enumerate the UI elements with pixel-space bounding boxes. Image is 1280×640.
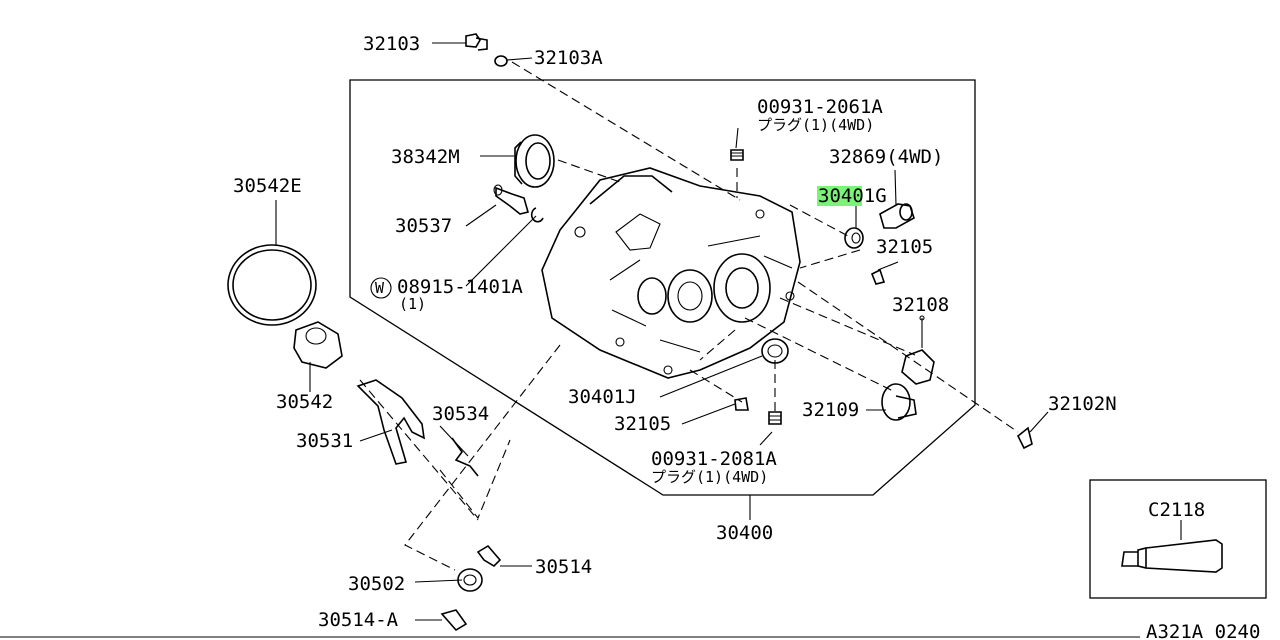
- label-32103[interactable]: 32103: [363, 33, 420, 55]
- part-30400-transmission-case[interactable]: [541, 167, 801, 379]
- label-30542E[interactable]: 30542E: [233, 175, 302, 197]
- part-32869-4wd[interactable]: [879, 203, 915, 229]
- part-32103A-washer[interactable]: [494, 55, 508, 67]
- assembly-frame: [349, 79, 976, 496]
- label-30502[interactable]: 30502: [348, 573, 405, 595]
- label-30401G[interactable]: 30401G: [818, 185, 887, 207]
- part-30534-spring[interactable]: [451, 437, 479, 477]
- label-08915-1401A[interactable]: 08915-1401A: [397, 276, 523, 298]
- label-32105-upper[interactable]: 32105: [876, 236, 933, 258]
- label-32103A[interactable]: 32103A: [534, 47, 603, 69]
- label-30531[interactable]: 30531: [296, 430, 353, 452]
- part-38342M-oil-seal[interactable]: [514, 134, 555, 188]
- part-30514-A-clip[interactable]: [440, 609, 468, 632]
- part-30401G[interactable]: [844, 227, 864, 249]
- qty-08915-1401A: (1): [399, 295, 426, 313]
- part-00931-2061A-plug[interactable]: [730, 149, 744, 161]
- label-32105-lower[interactable]: 32105: [614, 413, 671, 435]
- label-30401J[interactable]: 30401J: [568, 386, 637, 408]
- part-30537[interactable]: [493, 184, 529, 215]
- note-00931-2081A: プラグ(1)(4WD): [651, 468, 768, 486]
- part-30514-clip[interactable]: [476, 544, 502, 568]
- part-08915-1401A[interactable]: [530, 207, 544, 223]
- label-C2118[interactable]: C2118: [1148, 499, 1205, 521]
- label-38342M[interactable]: 38342M: [391, 146, 460, 168]
- label-30400[interactable]: 30400: [716, 522, 773, 544]
- c2118-inset: [1089, 479, 1267, 599]
- note-00931-2061A: プラグ(1)(4WD): [757, 116, 874, 134]
- part-32108[interactable]: [901, 315, 935, 385]
- label-30514-A[interactable]: 30514-A: [318, 609, 399, 631]
- highlight-30401G: [817, 186, 862, 206]
- part-32105-lower[interactable]: [734, 397, 749, 411]
- label-32109[interactable]: 32109: [802, 399, 859, 421]
- label-30537[interactable]: 30537: [395, 215, 452, 237]
- part-30502-bearing[interactable]: [457, 568, 483, 592]
- label-32102N[interactable]: 32102N: [1048, 393, 1117, 415]
- part-C2118-sealant-tube[interactable]: [1121, 539, 1223, 573]
- reference-lines: [359, 61, 1019, 571]
- label-30542[interactable]: 30542: [276, 391, 333, 413]
- label-00931-2081A[interactable]: 00931-2081A: [651, 448, 777, 470]
- w-circle-icon: [370, 277, 392, 299]
- label-30514[interactable]: 30514: [535, 556, 592, 578]
- part-32109[interactable]: [881, 383, 917, 421]
- label-32869-4wd[interactable]: 32869(4WD): [829, 146, 943, 168]
- diagram-code: A321A 0240: [1146, 621, 1260, 640]
- part-32102N[interactable]: [1016, 426, 1033, 450]
- part-30542-boot[interactable]: [293, 321, 343, 369]
- label-00931-2061A[interactable]: 00931-2061A: [757, 96, 883, 118]
- part-00931-2081A-plug[interactable]: [768, 411, 782, 425]
- part-30542E-ring[interactable]: [227, 244, 317, 326]
- part-30531-fork[interactable]: [356, 379, 426, 465]
- label-30534[interactable]: 30534: [432, 403, 489, 425]
- part-32103-drain-plug[interactable]: [465, 33, 488, 51]
- part-30401J-seal[interactable]: [761, 338, 789, 364]
- label-32108[interactable]: 32108: [892, 294, 949, 316]
- w-mark: W: [375, 279, 385, 297]
- part-32105-upper[interactable]: [870, 268, 886, 285]
